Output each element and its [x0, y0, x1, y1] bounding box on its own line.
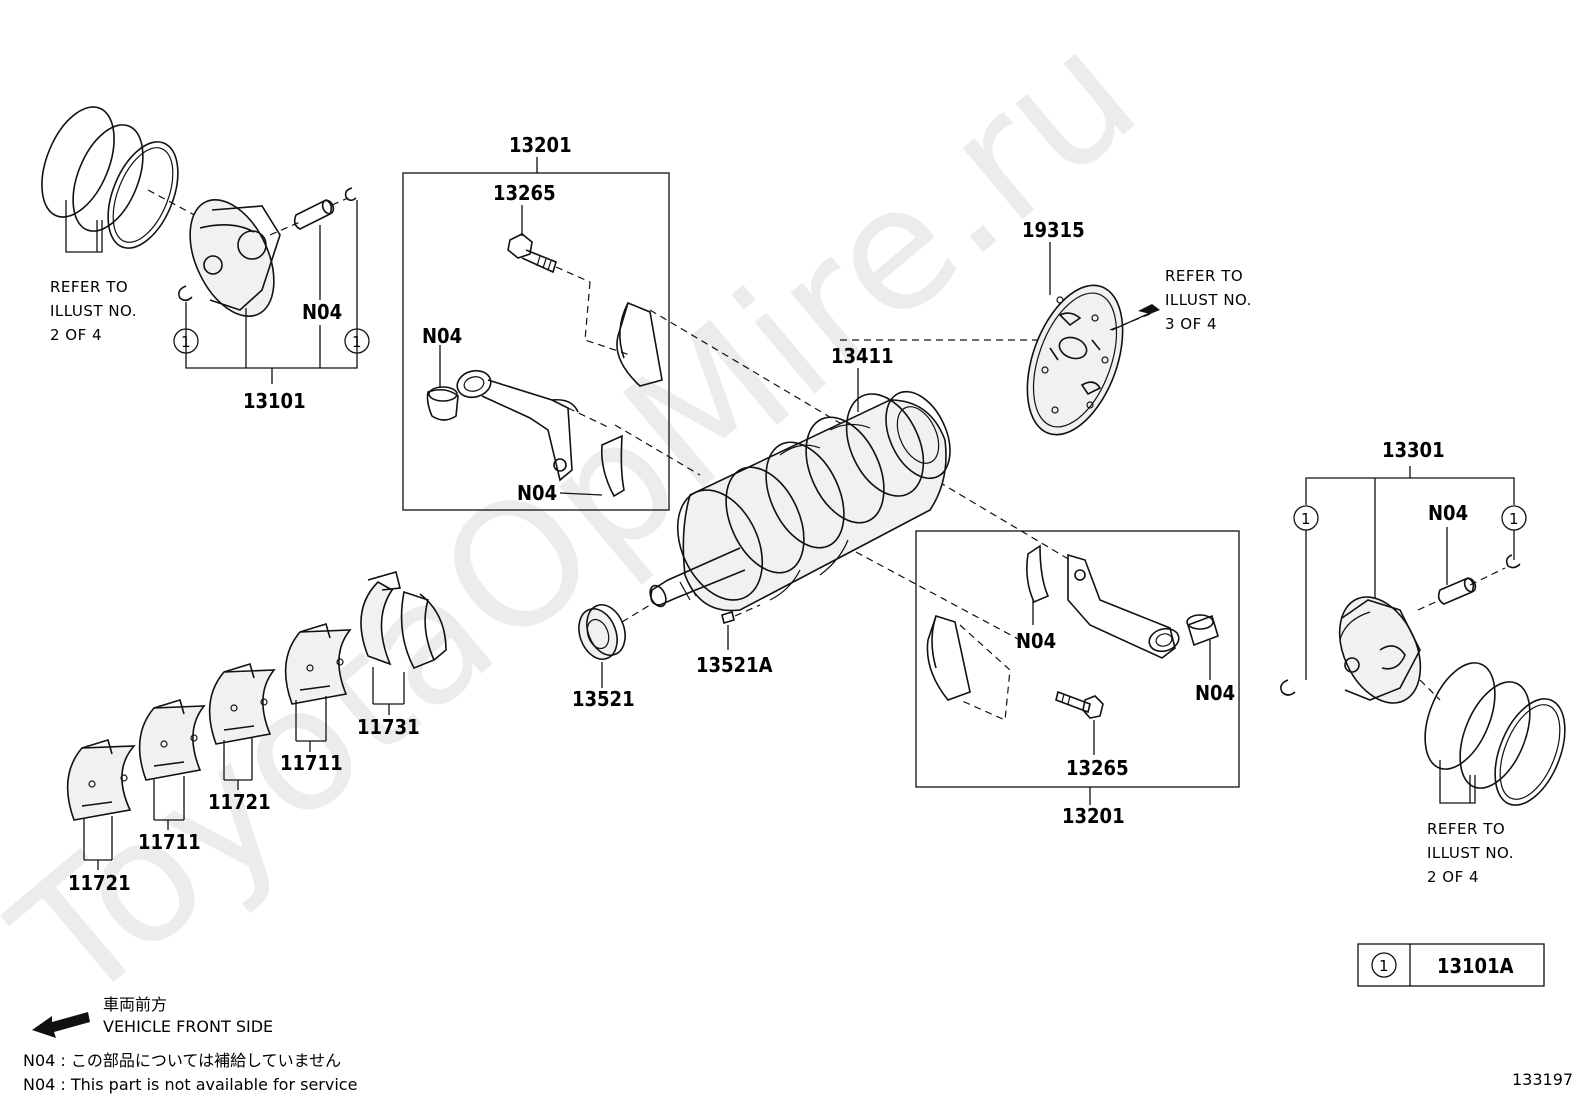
conrod-cap-top: [616, 301, 663, 387]
conrod-top: [456, 369, 579, 482]
callout-circle-left-2: [344, 328, 370, 354]
label-n04-bearing-bottom: N04: [1016, 629, 1056, 653]
conrod-cap-bottom: [926, 615, 971, 701]
snap-ring-right-bottom: [1280, 679, 1296, 696]
conrod-bolt-bottom: [1055, 690, 1104, 719]
label-11711-left: 11711: [138, 830, 201, 854]
label-13201-bottom: 13201: [1062, 804, 1125, 828]
drive-plate: [1026, 284, 1124, 436]
n04-note-jp: N04 : この部品については補給していません: [23, 1051, 341, 1070]
label-11721-right: 11721: [208, 790, 271, 814]
label-13411: 13411: [831, 344, 894, 368]
label-13265-top: 13265: [493, 181, 556, 205]
label-13521a: 13521A: [696, 653, 773, 677]
illustration-number: 133197: [1512, 1070, 1573, 1089]
snap-ring-left-bottom: [178, 285, 193, 302]
conrod-bushing-bottom: [1186, 614, 1219, 647]
main-bearing-11721-right: [208, 662, 276, 745]
label-13265-bottom: 13265: [1066, 756, 1129, 780]
label-11711-right: 11711: [280, 751, 343, 775]
refer-note-right-line2: ILLUST NO.: [1427, 844, 1514, 862]
callout-circle-left-1: [173, 328, 199, 354]
piston-left: [189, 198, 281, 318]
front-side-jp: 車両前方: [103, 995, 167, 1014]
bearing-shell-top: [600, 434, 625, 498]
label-n04-rod-top: N04: [422, 324, 462, 348]
label-n04-rod-bottom: N04: [1195, 681, 1235, 705]
n04-note-en: N04 : This part is not available for ser…: [23, 1075, 357, 1094]
piston-rings-right: [1424, 662, 1566, 806]
label-19315: 19315: [1022, 218, 1085, 242]
refer-note-left-line3: 2 OF 4: [50, 326, 102, 344]
main-bearing-11721-left: [66, 738, 136, 821]
callout-symbol-left-2: 1: [352, 333, 362, 351]
piston-pin-left: [293, 199, 335, 230]
conrod-bolt-top: [507, 233, 557, 274]
front-side-en: VEHICLE FRONT SIDE: [103, 1017, 273, 1036]
conrod-bottom: [1067, 553, 1180, 659]
refer-note-flywheel-line3: 3 OF 4: [1165, 315, 1217, 333]
snap-ring-left-top: [344, 187, 357, 202]
main-bearing-11731: [360, 571, 447, 670]
front-arrow-icon: [32, 1012, 90, 1038]
refer-note-flywheel-line2: ILLUST NO.: [1165, 291, 1252, 309]
refer-note-flywheel-line1: REFER TO: [1165, 267, 1243, 285]
conrod-bushing-top: [426, 386, 459, 421]
bearing-shell-bottom: [1026, 544, 1050, 604]
conrod-kit-box-top: [402, 172, 670, 511]
legend-part: 13101A: [1437, 954, 1514, 978]
piston-pin-right: [1437, 577, 1477, 605]
label-11721-left: 11721: [68, 871, 131, 895]
refer-note-left-line1: REFER TO: [50, 278, 128, 296]
snap-ring-right-top: [1505, 554, 1521, 569]
legend-symbol: 1: [1379, 957, 1389, 975]
refer-note-right-line1: REFER TO: [1427, 820, 1505, 838]
callout-symbol-right-2: 1: [1509, 510, 1519, 528]
callout-symbol-left-1: 1: [181, 333, 191, 351]
main-bearing-11711-left: [138, 698, 206, 781]
piston-rings-left: [41, 106, 179, 249]
label-13301: 13301: [1382, 438, 1445, 462]
label-13201-top: 13201: [509, 133, 572, 157]
callout-symbol-right-1: 1: [1301, 510, 1311, 528]
main-bearing-11711-right: [284, 622, 352, 705]
label-13521: 13521: [572, 687, 635, 711]
legend-box: 1 13101A: [1357, 943, 1545, 987]
oil-seal: [578, 604, 626, 660]
label-11731: 11731: [357, 715, 420, 739]
crank-key: [721, 610, 735, 625]
label-n04-piston-left: N04: [302, 300, 342, 324]
label-n04-bearing-top: N04: [517, 481, 557, 505]
conrod-kit-box-bottom: [915, 530, 1240, 788]
piston-right: [1338, 596, 1422, 704]
label-n04-piston-right: N04: [1428, 501, 1468, 525]
arrow-refer-flywheel: [1138, 304, 1160, 314]
refer-note-left-line2: ILLUST NO.: [50, 302, 137, 320]
label-13101: 13101: [243, 389, 306, 413]
refer-note-right-line3: 2 OF 4: [1427, 868, 1479, 886]
crankshaft: [649, 390, 951, 612]
